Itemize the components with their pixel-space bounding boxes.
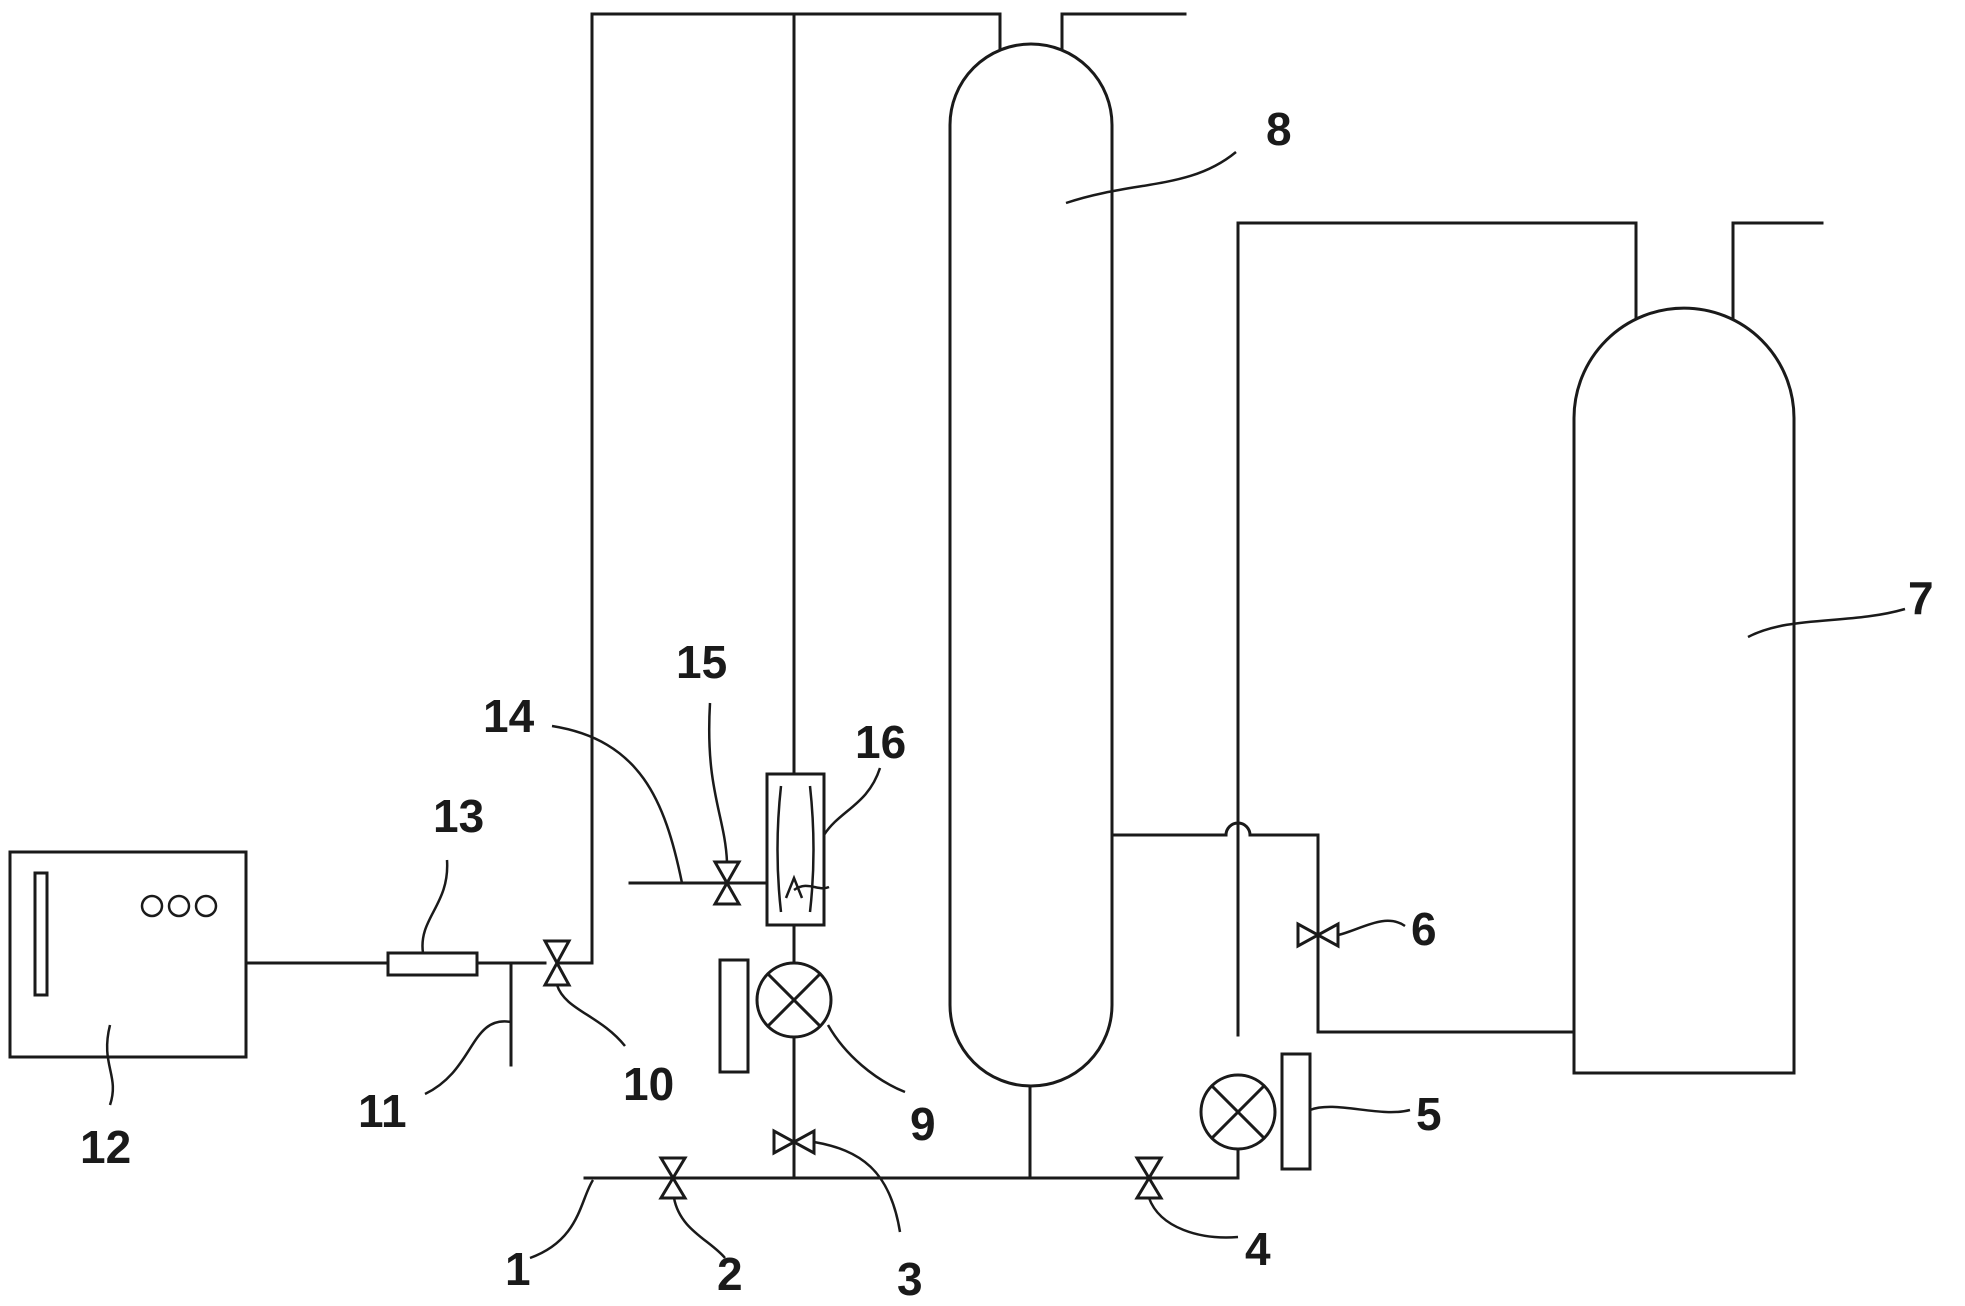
leader-15b [793, 884, 830, 892]
part-labels: 1 2 3 4 5 6 7 8 9 10 11 12 13 14 15 16 [80, 103, 1934, 1305]
label-15: 15 [676, 636, 727, 688]
leader-12 [105, 1024, 115, 1106]
pump-5 [1199, 1052, 1312, 1171]
valve-4-icon[interactable] [1134, 1156, 1164, 1200]
leader-11 [424, 1020, 512, 1096]
storage-vessel-7 [1572, 306, 1796, 1075]
cabinet-body [8, 850, 248, 1059]
indicator-light-icon [140, 894, 164, 918]
label-12: 12 [80, 1121, 131, 1173]
pump-9 [718, 958, 833, 1074]
vessel-7-feed-pipe [1236, 221, 1638, 827]
vessel-7-top-outlet [1731, 221, 1824, 340]
label-13: 13 [433, 790, 484, 842]
pump-5-motor [1280, 1052, 1312, 1171]
label-16: 16 [855, 716, 906, 768]
label-9: 9 [910, 1098, 936, 1150]
label-8: 8 [1266, 103, 1292, 155]
top-return-pipe [555, 12, 1002, 965]
leader-15 [708, 702, 729, 863]
rotameter-16 [765, 772, 826, 927]
leader-1 [529, 1179, 595, 1260]
column-top-outlet [1060, 12, 1187, 68]
label-5: 5 [1416, 1088, 1442, 1140]
rotameter-tube-right [808, 785, 815, 913]
valve-10-icon[interactable] [542, 939, 572, 987]
pipe-crossover [1224, 821, 1252, 837]
rotameter-tube-left [776, 785, 783, 913]
rotameter-body [765, 772, 826, 927]
indicator-light-icon [194, 894, 218, 918]
cabinet-gauge-slot [33, 871, 49, 997]
leader-4 [1147, 1197, 1239, 1239]
pump-9-cross-icon [765, 971, 823, 1029]
leader-lines [105, 151, 1906, 1260]
valve-2-icon[interactable] [658, 1156, 688, 1200]
label-10: 10 [623, 1058, 674, 1110]
leader-14 [551, 724, 684, 884]
rotameter-float-icon [784, 874, 804, 899]
instrument-cabinet-12 [8, 850, 248, 1059]
column-vessel-8 [948, 42, 1114, 1088]
label-2: 2 [717, 1248, 743, 1300]
filter-13 [386, 951, 479, 977]
leader-5 [1309, 1105, 1411, 1114]
pump-9-motor [718, 958, 750, 1074]
label-14: 14 [483, 690, 535, 742]
leader-16 [822, 767, 882, 836]
leader-13 [421, 859, 449, 954]
label-3: 3 [897, 1253, 923, 1305]
leader-2 [672, 1197, 726, 1259]
label-1: 1 [505, 1243, 531, 1295]
valves [542, 860, 1340, 1200]
leader-6 [1337, 919, 1406, 937]
leader-7 [1747, 607, 1906, 639]
leader-10 [555, 984, 626, 1047]
valve-3-icon[interactable] [772, 1128, 816, 1156]
leader-3 [813, 1140, 902, 1233]
label-6: 6 [1411, 903, 1437, 955]
indicator-light-icon [167, 894, 191, 918]
label-7: 7 [1908, 572, 1934, 624]
label-4: 4 [1245, 1223, 1271, 1275]
leader-8 [1065, 151, 1237, 205]
leader-9 [826, 1024, 906, 1094]
valve-6-icon[interactable] [1296, 921, 1340, 949]
label-11: 11 [358, 1085, 407, 1137]
valve-15-icon[interactable] [712, 860, 742, 906]
pump-5-cross-icon [1209, 1083, 1267, 1141]
